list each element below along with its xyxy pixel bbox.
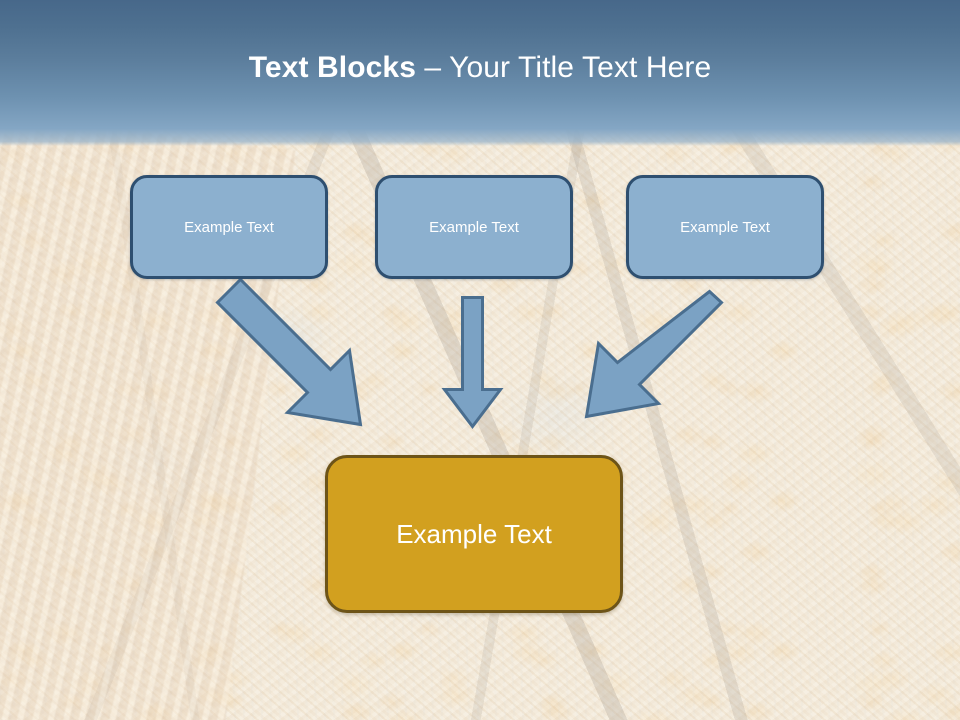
result-text-block[interactable]: Example Text: [325, 455, 623, 613]
text-block-1[interactable]: Example Text: [130, 175, 328, 279]
page-title-bold: Text Blocks: [248, 51, 416, 84]
text-block-3-label: Example Text: [680, 218, 770, 236]
text-block-2-label: Example Text: [429, 218, 519, 236]
page-title: Text Blocks – Your Title Text Here: [0, 49, 960, 87]
text-block-1-label: Example Text: [184, 218, 274, 236]
text-block-2[interactable]: Example Text: [375, 175, 573, 279]
result-text-block-label: Example Text: [396, 518, 552, 549]
page-title-regular: – Your Title Text Here: [416, 51, 712, 84]
title-band: [0, 0, 960, 146]
text-block-3[interactable]: Example Text: [626, 175, 824, 279]
